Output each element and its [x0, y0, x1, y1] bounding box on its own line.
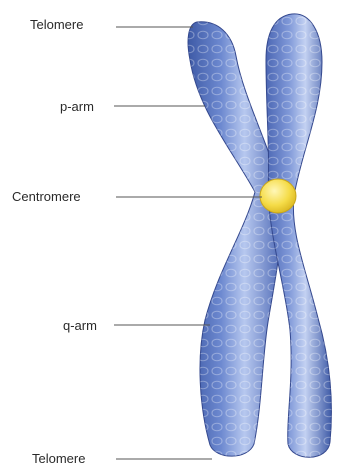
label-centromere: Centromere [12, 190, 81, 204]
centromere-bead [260, 179, 296, 213]
right-chromatid [266, 14, 332, 457]
label-q-arm: q-arm [63, 319, 97, 333]
label-telomere-top: Telomere [30, 18, 83, 32]
label-p-arm: p-arm [60, 100, 94, 114]
label-telomere-bottom: Telomere [32, 452, 85, 466]
